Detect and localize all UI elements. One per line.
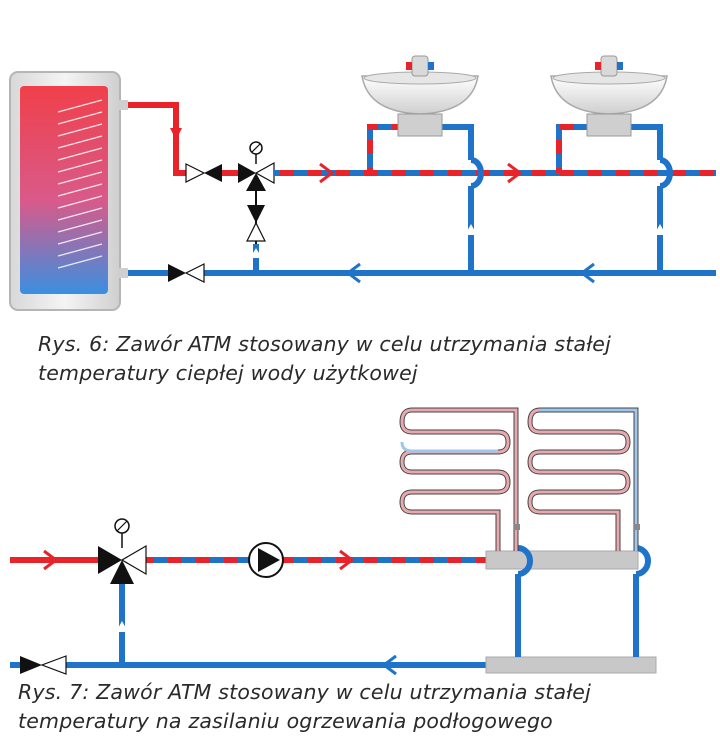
flow-arrow-icon — [345, 262, 595, 284]
hot-supply-pipe — [128, 102, 240, 176]
figure-2 — [10, 407, 657, 676]
riser-pipe — [367, 124, 484, 273]
figure-1-caption: Rys. 6: Zawór ATM stosowany w celu utrzy… — [38, 330, 611, 388]
washbasin-icon — [550, 55, 668, 137]
return-pipe — [128, 244, 716, 276]
three-way-thermostatic-valve-icon — [98, 518, 147, 584]
caption-line: temperatury na zasilaniu ogrzewania podł… — [18, 709, 553, 733]
mixed-supply-pipe — [274, 170, 716, 176]
check-valve-icon — [20, 655, 67, 675]
flow-arrow-icon — [319, 162, 523, 184]
check-valve-icon — [246, 205, 266, 242]
figure-1 — [9, 55, 716, 311]
manifold — [485, 550, 657, 674]
underfloor-heating-loop-icon — [399, 407, 519, 551]
caption-line: Rys. 7: Zawór ATM stosowany w celu utrzy… — [18, 680, 592, 704]
underfloor-heating-loop-icon — [527, 407, 639, 551]
flow-arrow-icon — [381, 654, 397, 676]
flow-arrow-icon — [170, 128, 182, 140]
three-way-thermostatic-valve-icon — [238, 141, 275, 191]
check-valve-icon — [168, 263, 205, 283]
check-valve-icon — [185, 163, 222, 183]
hot-water-tank-icon — [9, 71, 128, 311]
flow-arrow-icon — [116, 621, 128, 632]
washbasin-icon — [361, 55, 479, 137]
riser-pipe — [556, 124, 673, 273]
flow-arrow-icon — [250, 248, 262, 258]
caption-line: temperatury ciepłej wody użytkowej — [38, 361, 418, 385]
riser-pipe — [515, 545, 651, 657]
mixed-supply-pipe — [142, 557, 490, 563]
circulation-pump-icon — [248, 542, 284, 578]
flow-arrow-icon — [43, 549, 59, 571]
caption-line: Rys. 6: Zawór ATM stosowany w celu utrzy… — [38, 332, 612, 356]
flow-arrow-icon — [339, 549, 355, 571]
return-pipe — [10, 580, 486, 668]
figure-2-caption: Rys. 7: Zawór ATM stosowany w celu utrzy… — [18, 678, 591, 736]
